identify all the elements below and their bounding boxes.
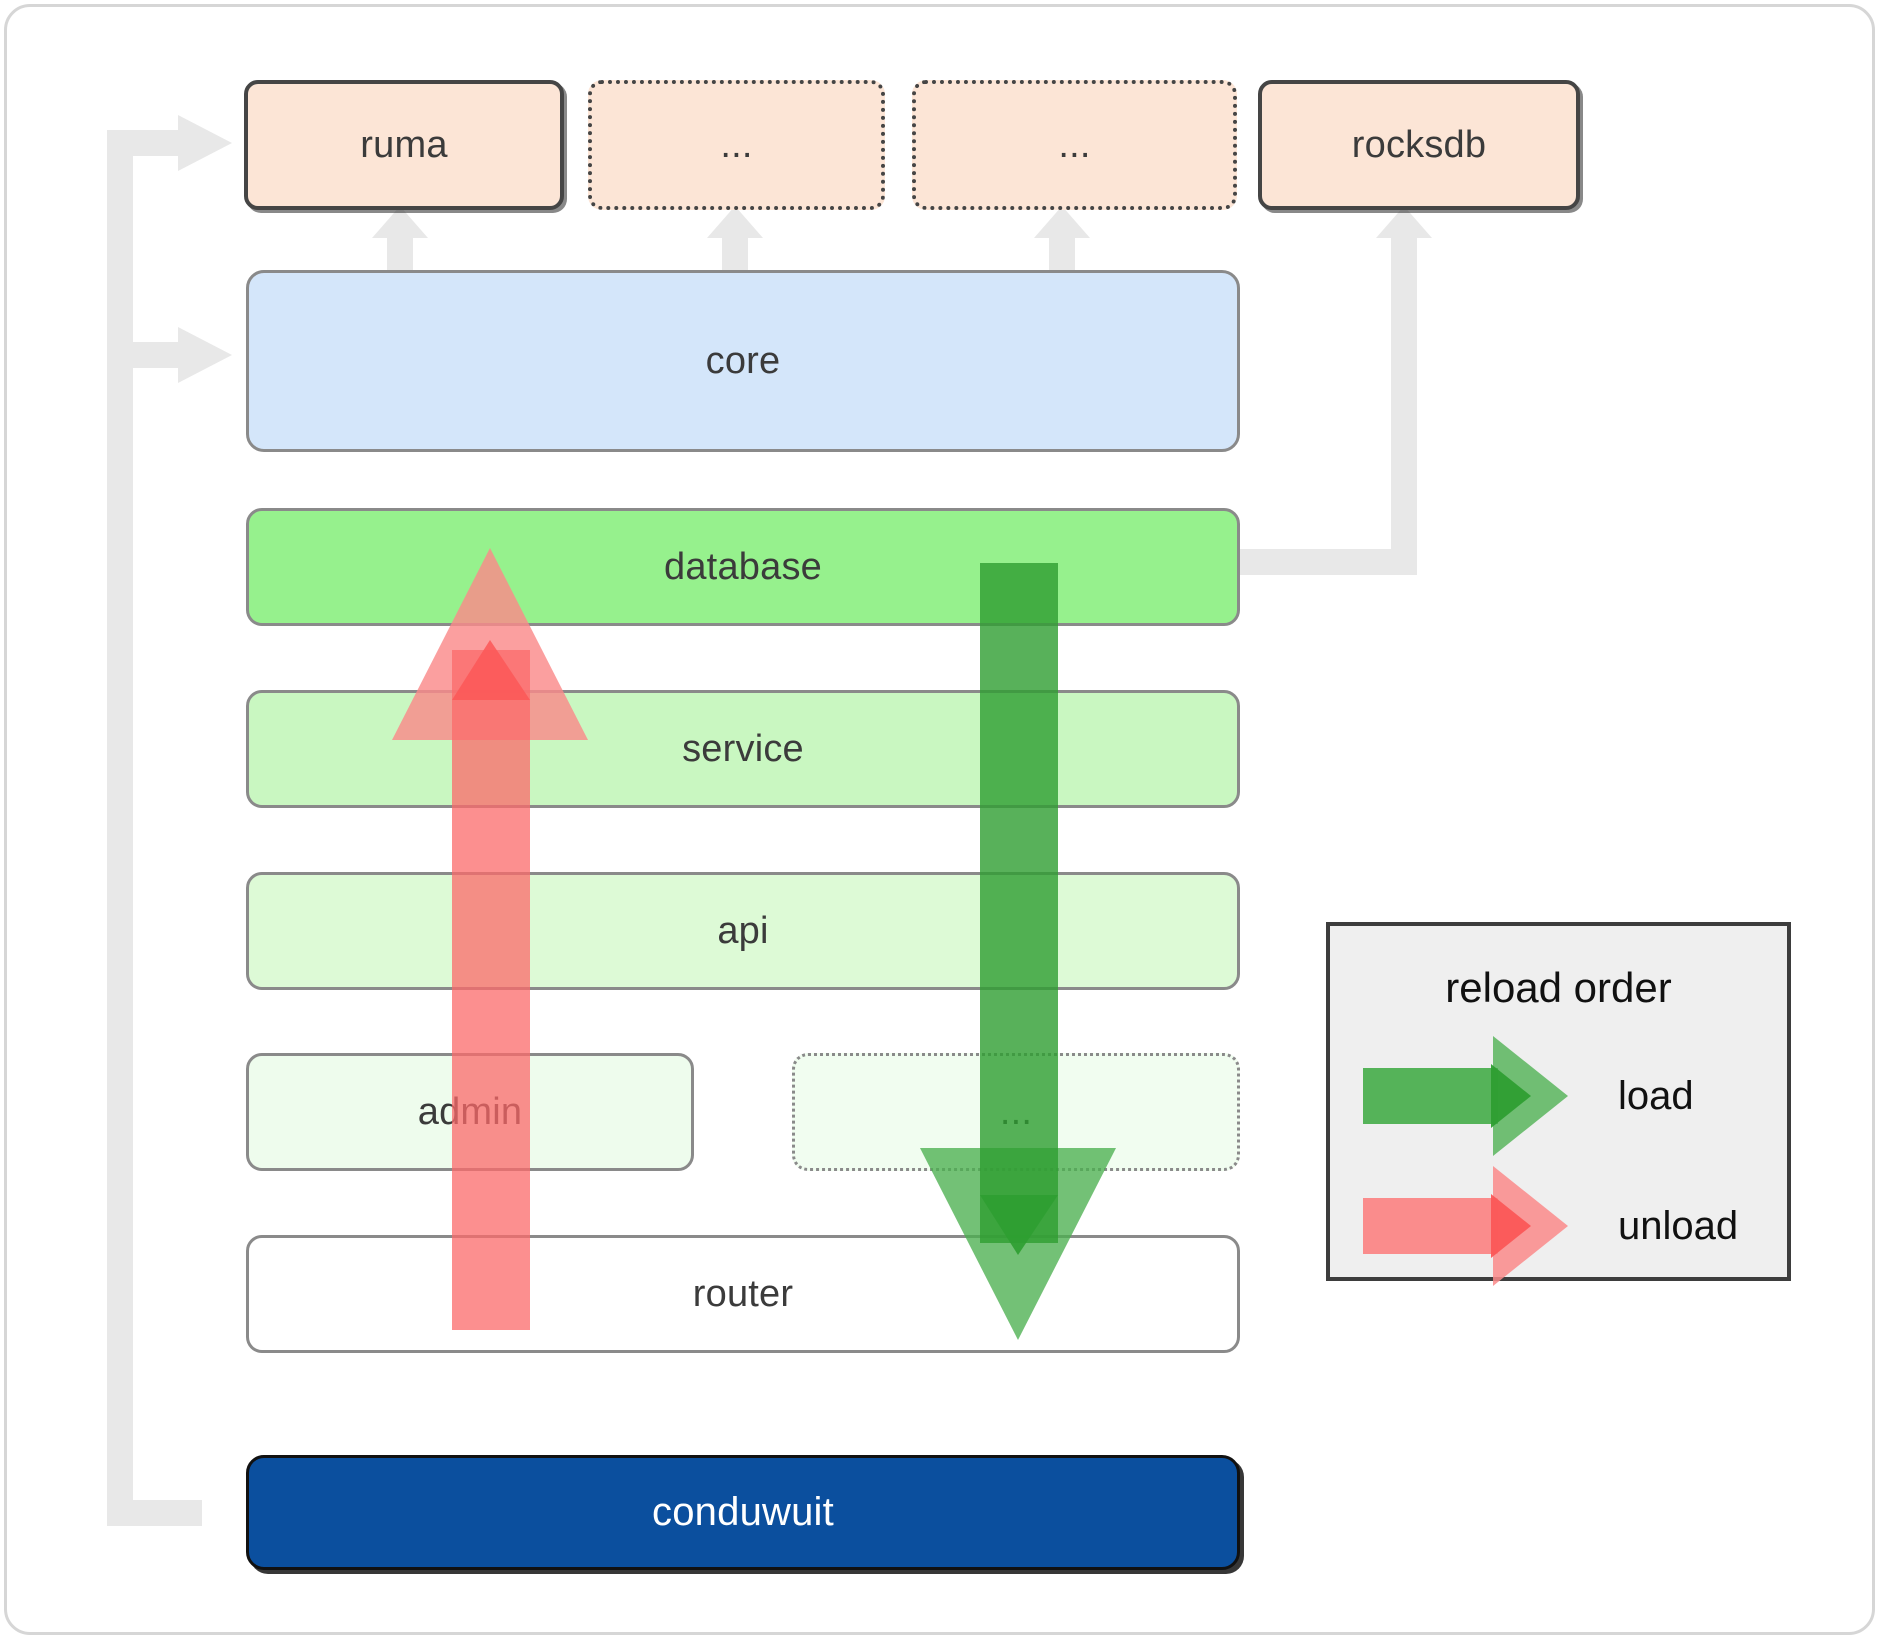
node-api[interactable]: api <box>246 872 1240 990</box>
legend-title: reload order <box>1445 964 1672 1011</box>
legend-row-load: load <box>1330 1036 1787 1156</box>
node-layer-placeholder[interactable]: ... <box>792 1053 1240 1171</box>
node-router-label: router <box>692 1272 794 1315</box>
legend-load-arrow-icon <box>1363 1036 1568 1156</box>
node-dependency-placeholder-2[interactable]: ... <box>912 80 1237 210</box>
legend-unload-arrow-icon <box>1363 1166 1568 1286</box>
node-dependency-placeholder-2-label: ... <box>1058 123 1091 166</box>
legend-row-unload: unload <box>1330 1166 1787 1286</box>
node-admin-label: admin <box>417 1090 523 1133</box>
node-service-label: service <box>682 727 804 770</box>
diagram-frame <box>4 4 1875 1635</box>
node-admin[interactable]: admin <box>246 1053 694 1171</box>
node-dependency-placeholder-1[interactable]: ... <box>588 80 885 210</box>
legend-load-label: load <box>1618 1074 1694 1118</box>
legend-panel: reload order load unload <box>1326 922 1791 1286</box>
node-api-label: api <box>717 909 769 952</box>
node-core[interactable]: core <box>246 270 1240 452</box>
node-conduwuit-label: conduwuit <box>652 1490 834 1534</box>
node-router[interactable]: router <box>246 1235 1240 1353</box>
node-service[interactable]: service <box>246 690 1240 808</box>
legend-unload-label: unload <box>1618 1204 1739 1248</box>
node-conduwuit[interactable]: conduwuit <box>246 1455 1240 1570</box>
node-ruma-label: ruma <box>360 123 448 166</box>
node-database-label: database <box>664 545 822 588</box>
node-ruma[interactable]: ruma <box>244 80 564 210</box>
node-layer-placeholder-label: ... <box>999 1090 1033 1133</box>
node-rocksdb-label: rocksdb <box>1351 123 1487 166</box>
node-core-label: core <box>705 339 781 382</box>
node-database[interactable]: database <box>246 508 1240 626</box>
node-dependency-placeholder-1-label: ... <box>720 123 753 166</box>
node-rocksdb[interactable]: rocksdb <box>1258 80 1580 210</box>
